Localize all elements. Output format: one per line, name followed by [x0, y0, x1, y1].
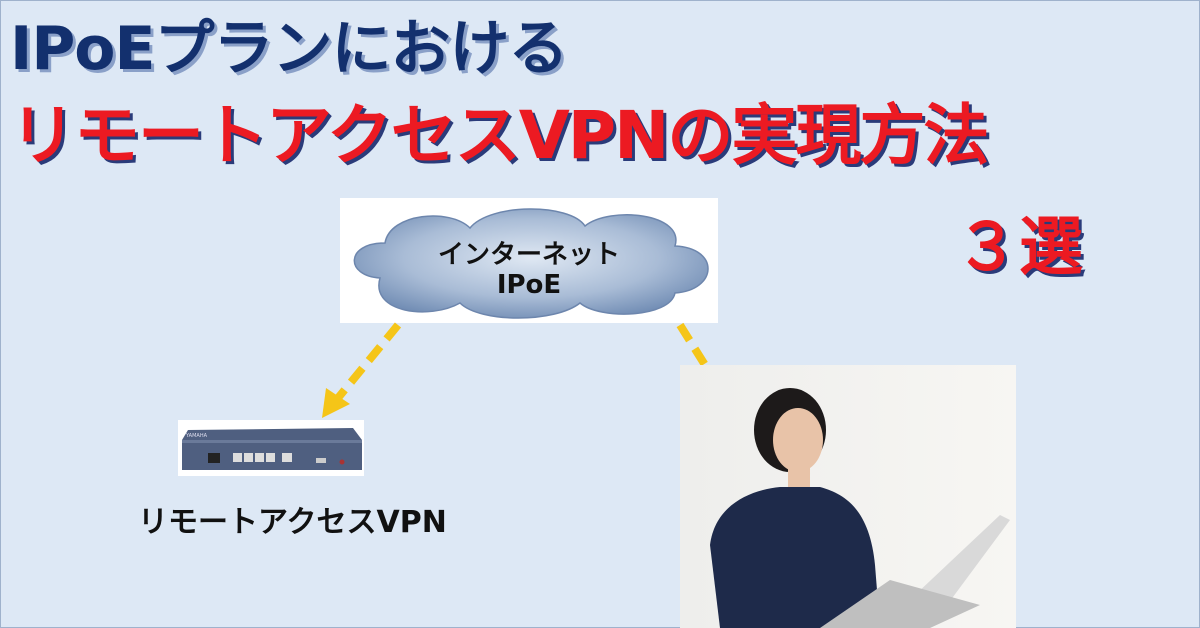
cloud-label-ipoe: IPoE — [496, 270, 562, 300]
router-label: リモートアクセスVPN — [138, 505, 447, 540]
arrow-to-user — [676, 322, 709, 368]
person-with-laptop-photo — [680, 365, 1016, 628]
internet-cloud-panel: インターネット IPoE — [340, 198, 718, 323]
arrowhead-router — [322, 388, 350, 418]
title-line-2: リモートアクセスVPNの実現方法 — [10, 97, 989, 174]
arrow-to-router — [334, 322, 402, 401]
title-line-3: ３選 — [955, 211, 1083, 285]
cloud-label-internet: インターネット — [437, 240, 620, 270]
title-line-1: IPoEプランにおける — [10, 14, 569, 84]
router-brand-logo: YAMAHA — [185, 433, 208, 439]
vpn-router-image: YAMAHA — [178, 420, 364, 476]
cloud-icon — [353, 208, 709, 319]
